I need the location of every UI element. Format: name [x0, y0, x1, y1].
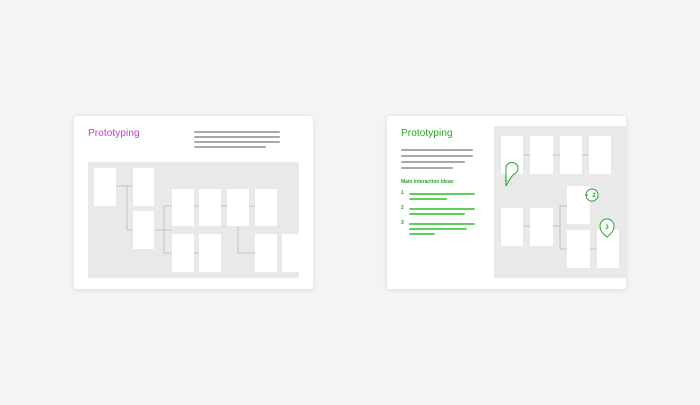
section-heading: Main interaction ideas — [401, 179, 454, 185]
marker-pin[interactable] — [599, 218, 615, 238]
idea-line — [409, 213, 465, 215]
screen-box — [94, 168, 116, 206]
screen-box — [530, 136, 553, 174]
screen-box — [560, 136, 582, 174]
screen-box — [597, 230, 619, 268]
marker-label: 2 — [592, 193, 596, 199]
idea-number: 2 — [401, 205, 404, 211]
flow-canvas — [88, 162, 299, 278]
interaction-markers: 1 2 3 — [504, 161, 615, 238]
text-line — [194, 131, 280, 133]
card-title: Prototyping — [88, 128, 140, 139]
screen-box — [133, 211, 154, 249]
prototyping-card-left: Prototyping — [74, 116, 313, 289]
idea-line — [409, 193, 475, 195]
screen-box — [282, 234, 299, 272]
screen-box — [172, 234, 194, 272]
screen-box — [172, 189, 194, 226]
text-line — [401, 149, 473, 151]
idea-line — [409, 223, 475, 225]
text-line — [194, 136, 280, 138]
text-line — [401, 161, 465, 163]
screen-box — [567, 230, 590, 268]
screen-box — [567, 186, 590, 224]
screen-box — [501, 136, 523, 174]
marker-label: 1 — [504, 177, 508, 183]
flow-connectors — [523, 154, 597, 250]
screen-box — [255, 189, 277, 226]
idea-number: 1 — [401, 190, 404, 196]
card-title: Prototyping — [401, 128, 453, 139]
marker-pin[interactable] — [585, 188, 599, 202]
screen-box — [589, 136, 611, 174]
text-line — [401, 155, 473, 157]
screen-box — [199, 234, 221, 272]
text-line — [194, 141, 280, 143]
idea-number: 3 — [401, 220, 404, 226]
idea-line — [409, 233, 435, 235]
screen-box — [133, 168, 154, 206]
screen-box — [501, 208, 523, 246]
idea-line — [409, 208, 475, 210]
prototyping-card-right: Prototyping Main interaction ideas 1 2 3 — [387, 116, 626, 289]
text-line — [194, 146, 266, 148]
flow-canvas — [494, 126, 626, 278]
text-line — [401, 167, 453, 169]
idea-line — [409, 228, 467, 230]
screen-box — [530, 208, 553, 246]
marker-label: 3 — [605, 225, 609, 231]
idea-line — [409, 198, 447, 200]
screen-box — [255, 234, 277, 272]
flow-connectors — [116, 185, 255, 254]
screen-box — [227, 189, 249, 226]
screen-box — [199, 189, 221, 226]
marker-pin[interactable] — [505, 161, 519, 187]
